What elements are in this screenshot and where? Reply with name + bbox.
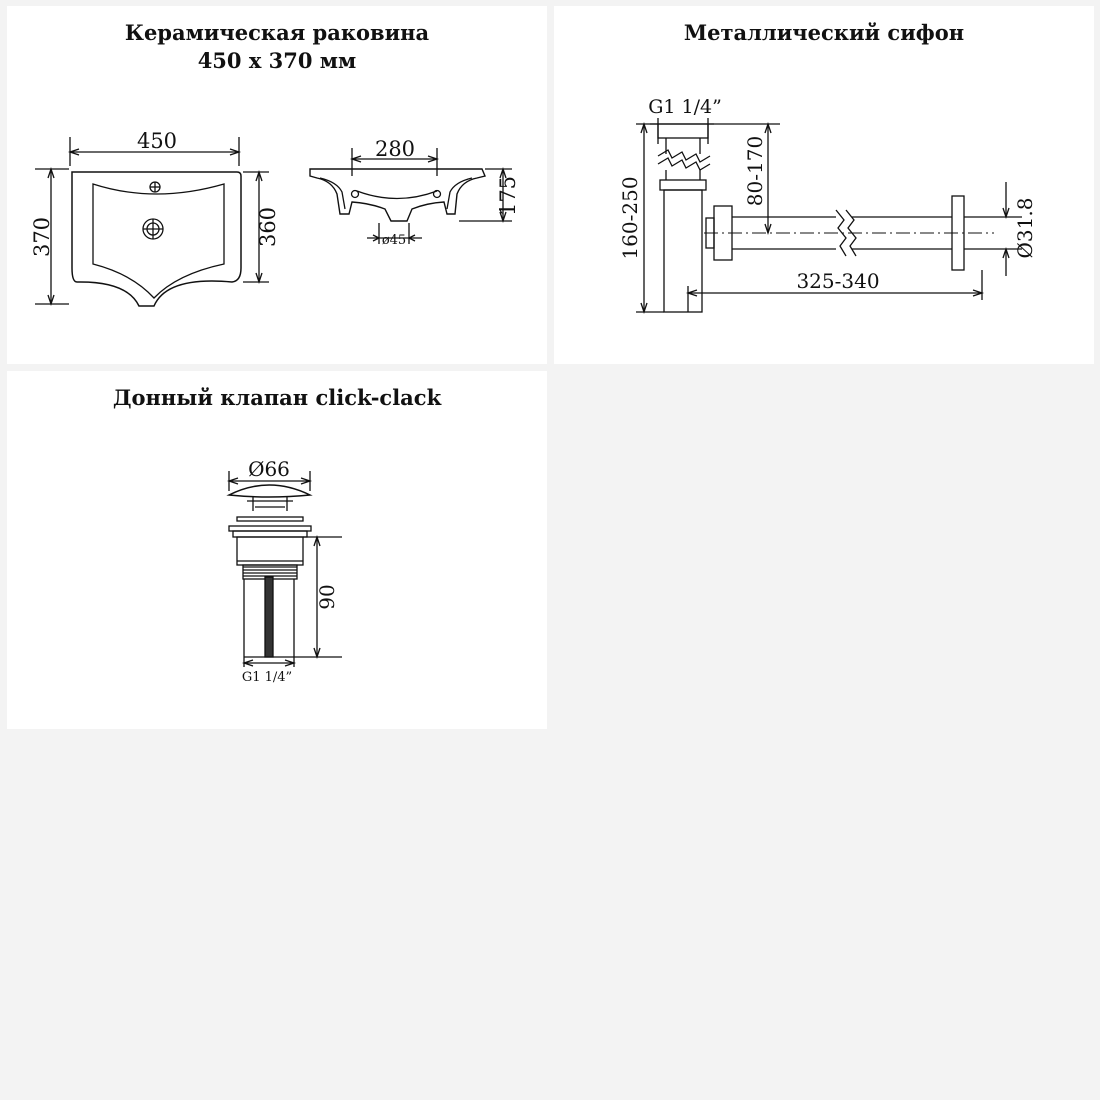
- siphon-title: Металлический сифон: [683, 20, 965, 45]
- sink-drain-label: ø45: [382, 233, 406, 248]
- siphon-pipe-diameter-label: Ø31.8: [1013, 198, 1037, 259]
- sink-top-width-label: 280: [375, 137, 415, 161]
- valve-thread-label: G1 1/4”: [242, 670, 292, 685]
- valve-drawing: Ø66 90 G1 1/4”: [226, 457, 342, 685]
- siphon-height-label: 160-250: [618, 176, 642, 259]
- sink-inner-height-label: 360: [256, 207, 280, 247]
- sink-depth-label: 175: [496, 176, 520, 216]
- siphon-drawing: G1 1/4” 160-250 80-170 325-340 Ø31.8: [618, 96, 1037, 315]
- siphon-panel: Металлический сифон: [554, 6, 1094, 364]
- valve-cap-diameter-label: Ø66: [248, 457, 290, 481]
- sink-height-label: 370: [30, 217, 54, 257]
- siphon-thread-label: G1 1/4”: [648, 96, 722, 118]
- sink-panel: Керамическая раковина 450 х 370 мм: [7, 6, 547, 364]
- sink-title: Керамическая раковина 450 х 370 мм: [7, 19, 547, 75]
- siphon-length-label: 325-340: [796, 269, 879, 293]
- valve-panel: Донный клапан click-clack: [7, 371, 547, 729]
- sink-drawing: 450 370 360 280 175 ø45: [30, 129, 520, 307]
- sink-title-line2: 450 х 370 мм: [197, 48, 357, 73]
- sink-width-label: 450: [137, 129, 177, 153]
- valve-height-label: 90: [315, 584, 339, 609]
- siphon-inlet-label: 80-170: [743, 136, 767, 206]
- valve-title: Донный клапан click-clack: [112, 385, 442, 410]
- sink-title-line1: Керамическая раковина: [124, 20, 430, 45]
